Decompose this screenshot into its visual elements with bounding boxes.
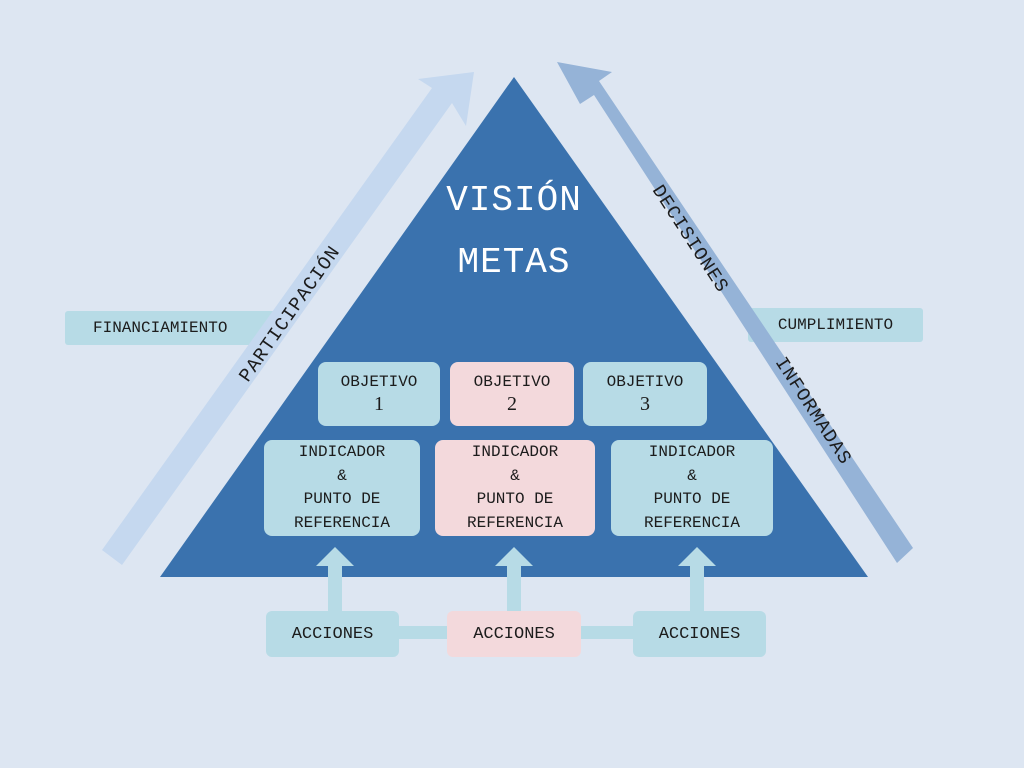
up-arrow	[495, 547, 533, 612]
indicator-3: INDICADOR & PUNTO DE REFERENCIA	[611, 440, 773, 536]
indicator-line: &	[687, 466, 697, 485]
objective-1: OBJETIVO 1	[318, 362, 440, 426]
connector-line	[579, 626, 635, 639]
up-arrow	[678, 547, 716, 612]
objective-2: OBJETIVO 2	[450, 362, 574, 426]
vision-title: VISIÓN	[446, 180, 582, 221]
action-2: ACCIONES	[447, 611, 581, 657]
objective-number: 1	[374, 393, 384, 415]
indicator-line: REFERENCIA	[643, 513, 740, 532]
cumplimiento-bar	[748, 308, 923, 342]
indicator-line: PUNTO DE	[653, 490, 731, 508]
participacion-arrow	[102, 72, 474, 565]
cumplimiento-label: CUMPLIMIENTO	[777, 316, 894, 334]
financiamiento-label: FINANCIAMIENTO	[93, 319, 228, 337]
decisiones-arrow	[557, 62, 913, 563]
financiamiento-bar	[65, 311, 280, 345]
objective-label: OBJETIVO	[340, 373, 418, 391]
indicator-line: REFERENCIA	[466, 513, 563, 532]
objective-label: OBJETIVO	[473, 373, 551, 391]
objective-label: OBJETIVO	[606, 373, 684, 391]
objective-number: 2	[507, 393, 517, 415]
objective-3: OBJETIVO 3	[583, 362, 707, 426]
up-arrow	[316, 547, 354, 612]
action-1: ACCIONES	[266, 611, 399, 657]
objective-number: 3	[640, 393, 650, 415]
indicator-line: INDICADOR	[471, 443, 559, 461]
indicator-line: INDICADOR	[298, 443, 386, 461]
indicator-line: &	[337, 466, 347, 485]
indicator-line: &	[510, 466, 520, 485]
indicator-1: INDICADOR & PUNTO DE REFERENCIA	[264, 440, 420, 536]
metas-title: METAS	[457, 242, 571, 283]
indicator-line: REFERENCIA	[293, 513, 390, 532]
action-3: ACCIONES	[633, 611, 766, 657]
indicator-line: PUNTO DE	[476, 490, 554, 508]
indicator-line: PUNTO DE	[303, 490, 381, 508]
indicator-line: INDICADOR	[648, 443, 736, 461]
indicator-2: INDICADOR & PUNTO DE REFERENCIA	[435, 440, 595, 536]
connectors	[316, 547, 716, 639]
